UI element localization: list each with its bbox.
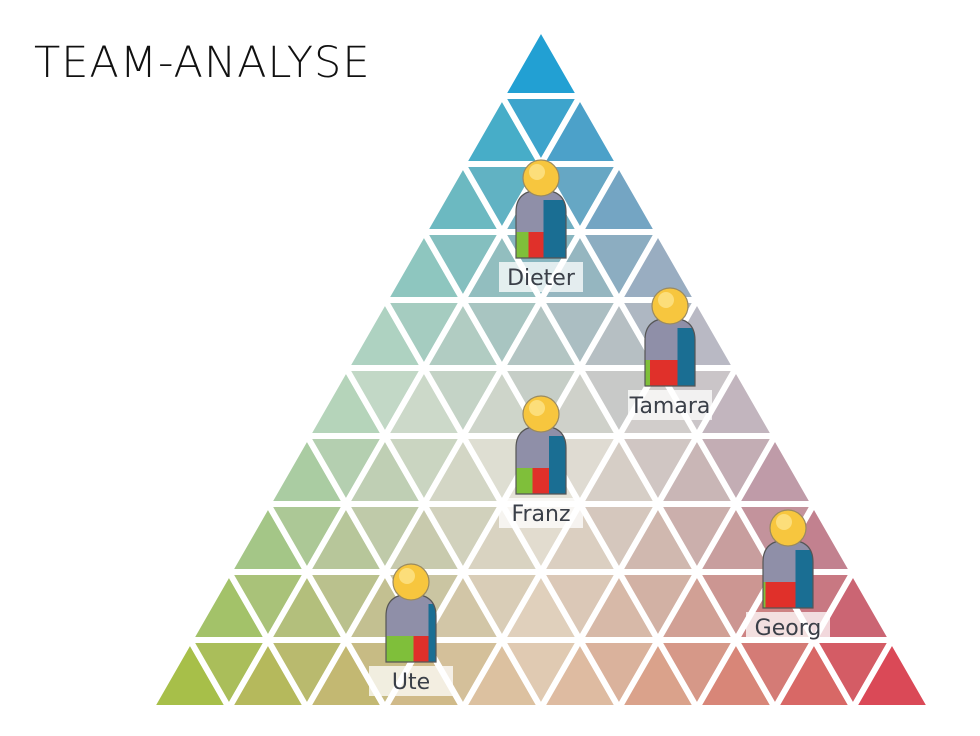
- person-body-icon: [386, 594, 436, 662]
- page-title: TEAM-ANALYSE: [34, 38, 371, 88]
- person-body-icon: [645, 318, 695, 386]
- person-body-icon: [763, 540, 813, 608]
- person-body-icon: [516, 190, 566, 258]
- grid-triangle-up: [850, 637, 934, 711]
- member-name-label: Franz: [511, 502, 570, 527]
- member-marker-dieter[interactable]: Dieter: [499, 159, 583, 292]
- member-marker-georg[interactable]: Georg: [746, 509, 830, 642]
- member-name-label: Tamara: [629, 394, 711, 419]
- member-name-label: Dieter: [507, 266, 576, 291]
- member-name-label: Ute: [392, 670, 430, 695]
- member-marker-ute[interactable]: Ute: [369, 563, 453, 696]
- member-name-label: Georg: [755, 616, 822, 641]
- person-body-icon: [516, 426, 566, 494]
- member-marker-tamara[interactable]: Tamara: [628, 287, 712, 420]
- grid-triangle-up: [499, 25, 583, 99]
- member-marker-franz[interactable]: Franz: [499, 395, 583, 528]
